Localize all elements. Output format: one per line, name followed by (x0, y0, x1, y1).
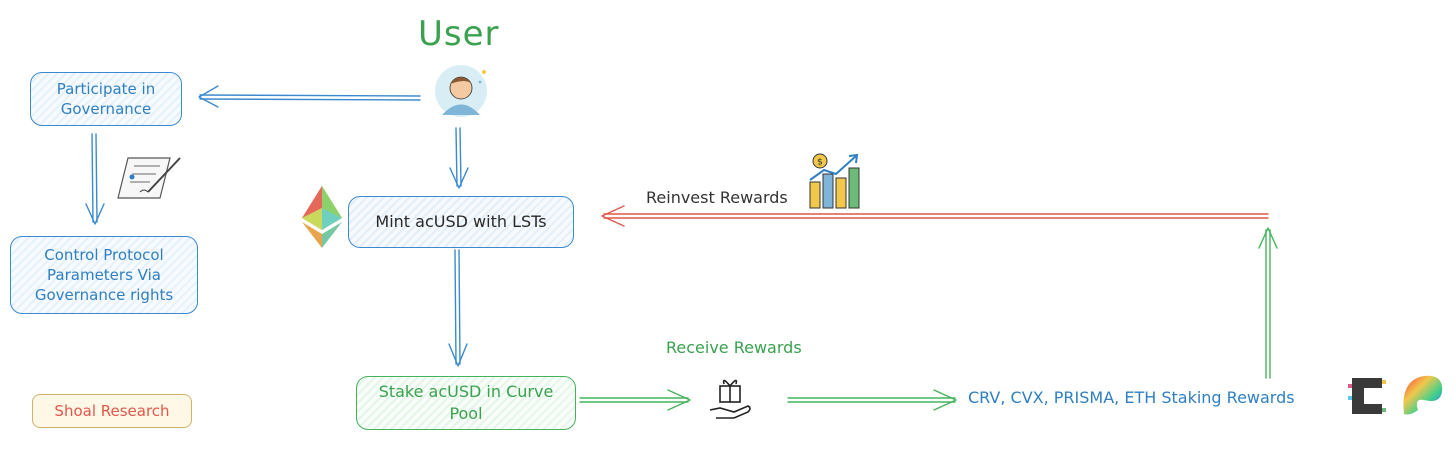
shoal-research-tag: Shoal Research (32, 394, 192, 428)
participate-governance-label: Participate in Governance (56, 79, 156, 118)
reinvest-rewards-label: Reinvest Rewards (646, 188, 788, 207)
curve-logo-icon (1403, 375, 1443, 415)
mint-acusd-box: Mint acUSD with LSTs (348, 196, 574, 248)
shoal-research-label: Shoal Research (54, 401, 170, 420)
control-parameters-box: Control Protocol Parameters Via Governan… (10, 236, 198, 314)
arrow-rewards-to-tokens (787, 389, 957, 411)
control-parameters-label: Control Protocol Parameters Via Governan… (34, 245, 174, 305)
document-sign-icon (117, 157, 181, 199)
user-avatar-icon (435, 65, 487, 117)
receive-rewards-label: Receive Rewards (666, 338, 802, 357)
gift-hand-icon (709, 379, 751, 419)
participate-governance-box: Participate in Governance (30, 72, 182, 126)
arrow-tokens-up (1258, 227, 1278, 379)
arrow-governance-to-control (85, 133, 105, 225)
arrow-reinvest (601, 205, 1269, 227)
stake-curve-label: Stake acUSD in Curve Pool (378, 382, 554, 423)
convex-logo-icon (1348, 378, 1386, 414)
arrow-user-to-mint (449, 127, 469, 189)
ethereum-rainbow-icon (302, 186, 342, 248)
arrow-user-to-governance (198, 85, 421, 108)
staking-rewards-label: CRV, CVX, PRISMA, ETH Staking Rewards (968, 388, 1295, 407)
arrow-stake-to-rewards (579, 389, 691, 411)
svg-text:$: $ (817, 158, 823, 168)
stake-curve-box: Stake acUSD in Curve Pool (356, 376, 576, 430)
growth-chart-icon: $ (809, 153, 860, 209)
arrow-mint-to-stake (448, 249, 468, 367)
user-title: User (418, 14, 500, 54)
mint-acusd-label: Mint acUSD with LSTs (375, 212, 547, 232)
